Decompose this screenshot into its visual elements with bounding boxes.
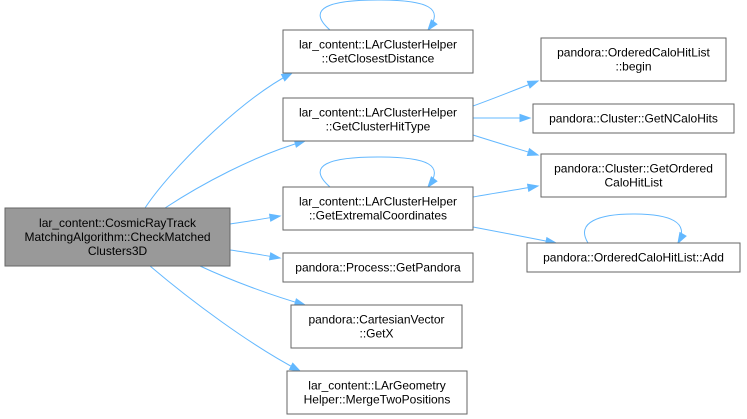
node-label-line: ::begin — [615, 60, 651, 74]
call-edge — [584, 213, 682, 244]
node-label-line: ::GetClosestDistance — [322, 52, 435, 66]
node-label-line: Clusters3D — [88, 244, 148, 258]
root-node[interactable]: lar_content::CosmicRayTrackMatchingAlgor… — [4, 207, 231, 267]
node-box — [4, 207, 231, 267]
call-edge — [319, 0, 435, 31]
node-box — [290, 304, 463, 349]
node-label-line: Helper::MergeTwoPositions — [304, 393, 451, 407]
arrowhead — [427, 176, 438, 189]
node-label-line: lar_content::LArClusterHelper — [299, 106, 457, 120]
edges — [144, 0, 687, 372]
call-edge — [472, 226, 557, 244]
arrowhead — [268, 252, 282, 261]
node-box — [526, 242, 741, 273]
node-box — [282, 97, 474, 142]
arrowhead — [427, 19, 438, 32]
node-get-cluster-hit-type[interactable]: lar_content::LArClusterHelper::GetCluste… — [282, 97, 474, 142]
node-box — [282, 29, 474, 74]
node-label-line: pandora::OrderedCaloHitList::Add — [543, 251, 724, 265]
node-get-extremal-coordinates[interactable]: lar_content::LArClusterHelper::GetExtrem… — [282, 186, 474, 231]
node-label-line: lar_content::CosmicRayTrack — [39, 216, 197, 230]
arrowhead — [677, 231, 687, 245]
node-get-n-calo-hits[interactable]: pandora::Cluster::GetNCaloHits — [532, 103, 735, 134]
arrowhead — [268, 213, 282, 222]
node-label-line: ::GetX — [359, 327, 393, 341]
node-label-line: lar_content::LArClusterHelper — [299, 38, 457, 52]
node-label-line: pandora::Cluster::GetNCaloHits — [549, 112, 718, 126]
node-label-line: CaloHitList — [604, 176, 663, 190]
node-label-line: lar_content::LArClusterHelper — [299, 195, 457, 209]
arrowhead — [526, 80, 540, 89]
node-ordered-calo-hit-list-begin[interactable]: pandora::OrderedCaloHitList::begin — [540, 37, 727, 82]
node-label-line: pandora::Cluster::GetOrdered — [554, 162, 713, 176]
call-edge — [149, 265, 301, 372]
node-get-closest-distance[interactable]: lar_content::LArClusterHelper::GetCloses… — [282, 29, 474, 74]
node-box — [532, 103, 735, 134]
call-edge — [319, 156, 435, 188]
arrowhead — [526, 147, 540, 156]
node-box — [540, 153, 727, 198]
node-label-line: ::GetClusterHitType — [326, 120, 431, 134]
node-box — [282, 186, 474, 231]
call-edge — [144, 72, 293, 209]
node-label-line: lar_content::LArGeometry — [308, 379, 445, 393]
node-box — [540, 37, 727, 82]
node-label-line: pandora::Process::GetPandora — [295, 261, 461, 275]
call-edge — [164, 140, 306, 209]
arrowhead — [280, 72, 294, 82]
nodes: lar_content::CosmicRayTrackMatchingAlgor… — [4, 29, 741, 415]
node-get-pandora[interactable]: pandora::Process::GetPandora — [282, 252, 474, 283]
arrowhead — [526, 183, 540, 192]
node-label-line: ::GetExtremalCoordinates — [309, 209, 447, 223]
node-box — [282, 252, 474, 283]
node-ordered-calo-hit-list-add[interactable]: pandora::OrderedCaloHitList::Add — [526, 242, 741, 273]
node-label-line: MatchingAlgorithm::CheckMatched — [24, 230, 210, 244]
arrowhead — [519, 113, 532, 123]
node-label-line: pandora::OrderedCaloHitList — [557, 46, 710, 60]
node-merge-two-positions[interactable]: lar_content::LArGeometryHelper::MergeTwo… — [286, 370, 468, 415]
node-label-line: pandora::CartesianVector — [308, 313, 444, 327]
arrowhead — [288, 362, 302, 372]
node-get-x[interactable]: pandora::CartesianVector::GetX — [290, 304, 463, 349]
call-edge — [199, 265, 306, 306]
node-box — [286, 370, 468, 415]
